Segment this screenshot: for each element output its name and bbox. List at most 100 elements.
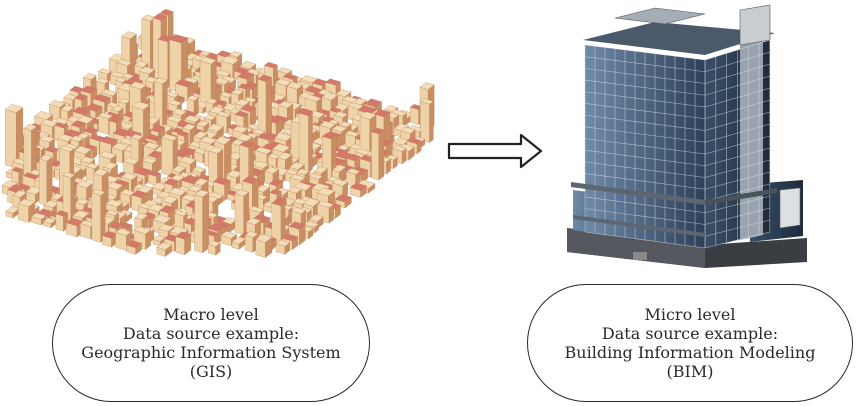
city-block-roof [243, 96, 257, 103]
city-block-roof [213, 176, 231, 186]
city-block-roof [129, 81, 147, 90]
macro-line-2: Data source example: [122, 324, 300, 343]
city-block-roof [296, 168, 310, 175]
city-block-roof [98, 68, 112, 75]
city-block-roof [268, 178, 284, 187]
city-block-roof [293, 182, 312, 191]
city-block-roof [347, 102, 364, 110]
city-block-roof [289, 174, 306, 182]
city-block-roof [82, 143, 97, 151]
city-block-roof [240, 104, 257, 112]
city-block-roof [142, 157, 157, 164]
city-block-roof [83, 126, 98, 134]
city-block-roof [75, 198, 90, 206]
city-block-roof [339, 121, 352, 128]
city-block-roof [181, 175, 201, 185]
city-block-roof [79, 156, 96, 164]
city-block-roof [231, 236, 246, 245]
city-block-roof [187, 185, 203, 193]
city-block-roof [176, 130, 189, 137]
city-block-roof [407, 125, 425, 133]
city-block-roof [131, 190, 148, 199]
city-block-roof [116, 59, 133, 66]
city-block-roof [172, 108, 187, 116]
city-block-roof [359, 111, 377, 120]
city-block-roof [186, 95, 199, 101]
city-block-roof [17, 198, 35, 207]
city-block-roof [193, 131, 208, 139]
city-block-roof [303, 220, 319, 228]
city-block-side [378, 129, 385, 181]
city-block-roof [385, 154, 398, 161]
micro-level-label-box: Micro level Data source example: Buildin… [527, 284, 853, 402]
city-model-image [1, 9, 435, 258]
city-block-roof [111, 142, 129, 151]
micro-line-3: Building Information Modeling [564, 343, 816, 362]
city-block-roof [216, 111, 232, 118]
city-block-roof [237, 83, 251, 90]
city-block-roof [62, 172, 76, 178]
city-block-roof [409, 104, 423, 110]
city-block-roof [194, 189, 210, 198]
city-block-roof [111, 105, 124, 112]
city-block-roof [308, 214, 324, 222]
city-block-front [194, 194, 203, 254]
city-block-roof [304, 94, 322, 102]
city-block-roof [207, 223, 225, 232]
city-block-roof [158, 224, 175, 232]
city-block-roof [163, 178, 179, 186]
city-block-roof [346, 168, 361, 175]
city-block-roof [115, 228, 132, 236]
city-block-front [18, 203, 29, 223]
city-block-roof [60, 104, 75, 112]
city-block-roof [291, 207, 307, 214]
city-block-roof [138, 66, 156, 75]
city-block-front [420, 101, 430, 143]
city-block-roof [329, 107, 342, 113]
city-block-roof [277, 152, 293, 161]
city-block-roof [282, 233, 299, 242]
city-block-roof [178, 156, 197, 165]
city-block-roof [184, 115, 201, 123]
city-block-roof [313, 166, 328, 174]
city-block-roof [99, 136, 118, 145]
city-block-roof [193, 178, 209, 186]
city-block-roof [406, 137, 422, 145]
city-block-roof [331, 178, 349, 187]
city-block-roof [196, 120, 210, 127]
city-block-roof [53, 122, 69, 129]
city-block-roof [282, 73, 298, 80]
city-block-roof [199, 56, 217, 65]
city-block-roof [255, 234, 273, 243]
city-block-roof [371, 127, 385, 135]
city-block-roof [133, 226, 152, 235]
city-block-roof [334, 150, 352, 159]
city-block-roof [199, 136, 217, 145]
city-block-roof [239, 61, 257, 69]
city-block-roof [108, 116, 122, 123]
city-block-roof [309, 173, 323, 180]
city-block-roof [271, 199, 286, 207]
city-block-roof [232, 125, 249, 134]
city-block-roof [120, 172, 138, 181]
city-block-roof [293, 198, 308, 205]
city-block-roof [134, 212, 149, 220]
city-block-roof [79, 220, 96, 227]
city-block-roof [349, 182, 367, 191]
city-block-roof [373, 109, 391, 118]
city-block-roof [252, 160, 270, 169]
city-block-roof [137, 185, 154, 194]
city-block-roof [345, 130, 360, 137]
city-block-roof [286, 81, 303, 90]
city-block-front [39, 158, 48, 206]
city-block-roof [234, 98, 250, 107]
city-block-roof [130, 133, 144, 140]
city-block-roof [174, 210, 188, 217]
city-block-roof [287, 186, 302, 194]
city-block-roof [169, 34, 189, 44]
city-block-side [265, 76, 272, 140]
city-block-roof [92, 168, 109, 177]
city-block-roof [65, 217, 84, 227]
city-block-roof [171, 165, 187, 173]
city-block-roof [191, 166, 206, 173]
